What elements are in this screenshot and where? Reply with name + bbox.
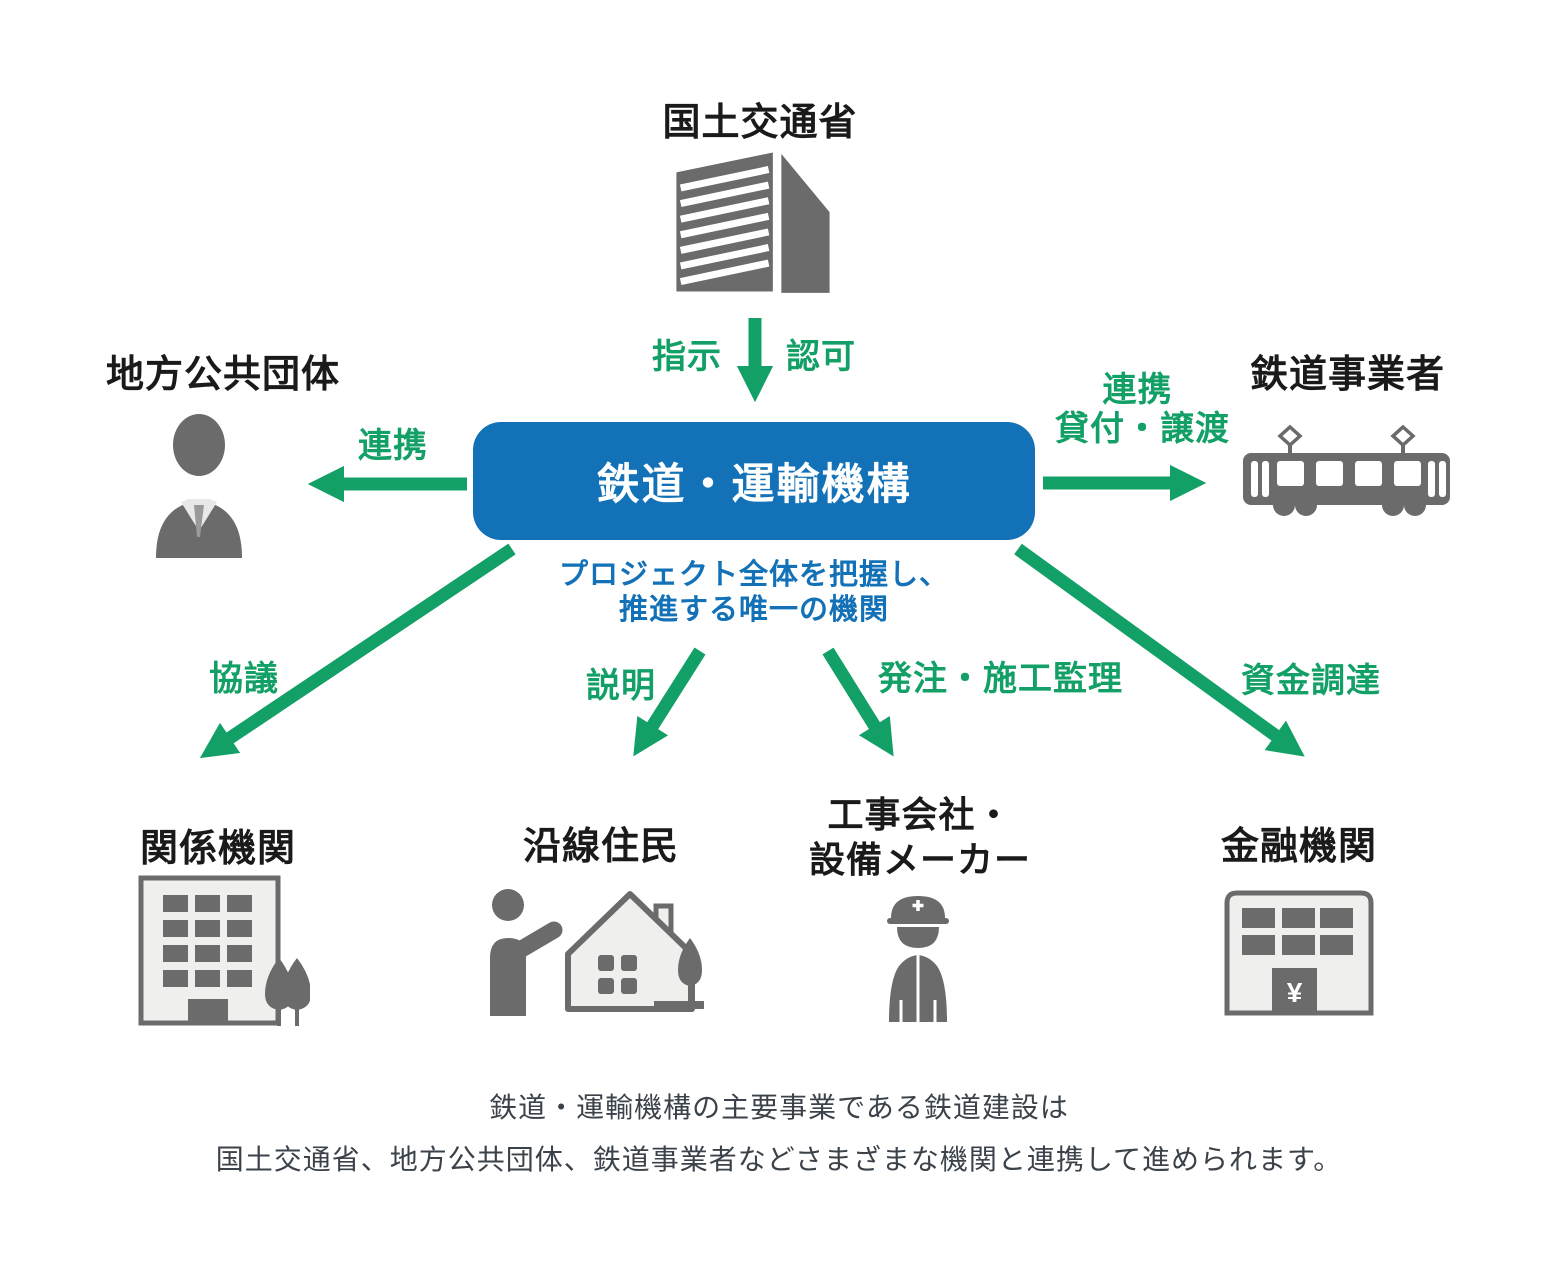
agency-subtitle-line2: 推進する唯一の機関 [618,594,889,626]
cooperation-left-label: 連携 [358,427,428,465]
ministry-label: 国土交通省 [662,102,858,144]
construction-worker-icon [887,896,949,1022]
resident-house-icon [490,889,704,1016]
railway-operator-label: 鉄道事業者 [1250,354,1446,396]
local-government-label: 地方公共団体 [106,354,341,396]
government-building-icon [676,152,830,293]
consultation-label: 協議 [209,660,279,698]
residents-label: 沿線住民 [523,826,680,868]
arrow-agency-to-related-organizations [199,543,516,759]
approval-label: 認可 [786,338,856,376]
financial-institutions-label: 金融機関 [1221,826,1378,868]
caption-line1: 鉄道・運輸機構の主要事業である鉄道建設は [489,1092,1069,1123]
ordering-supervision-label: 発注・施工監理 [878,660,1123,698]
agency-box-label: 鉄道・運輸機構 [596,461,912,509]
cooperation-right-label: 連携 [1102,371,1173,409]
agency-box: 鉄道・運輸機構 [473,422,1035,540]
instruction-label: 指示 [652,338,722,376]
yen-symbol: ¥ [1287,977,1303,1008]
bank-icon: ¥ [1224,890,1374,1016]
loan-transfer-label: 貸付・譲渡 [1055,410,1230,448]
agency-subtitle: プロジェクト全体を把握し、 推進する唯一の機関 [473,558,1035,628]
caption-line2: 国土交通省、地方公共団体、鉄道事業者などさまざまな機関と連携して進められます。 [215,1144,1343,1175]
arrow-agency-to-financial-institutions [1014,543,1305,757]
fundraising-label: 資金調達 [1241,662,1381,700]
office-building-icon [138,875,310,1026]
arrow-agency-to-construction-companies [822,647,894,757]
explanation-label: 説明 [586,667,656,705]
construction-companies-label-line2: 設備メーカー [808,839,1031,880]
related-organizations-label: 関係機関 [140,828,297,870]
construction-companies-label-line1: 工事会社・ [827,794,1013,835]
construction-companies-label: 工事会社・ 設備メーカー [795,792,1045,882]
agency-subtitle-line1: プロジェクト全体を把握し、 [558,559,949,591]
arrow-agency-to-residents [633,647,706,757]
train-icon [1243,424,1450,516]
cooperation-loan-transfer-label: 連携 貸付・譲渡 [1055,371,1230,449]
person-icon [156,414,242,558]
